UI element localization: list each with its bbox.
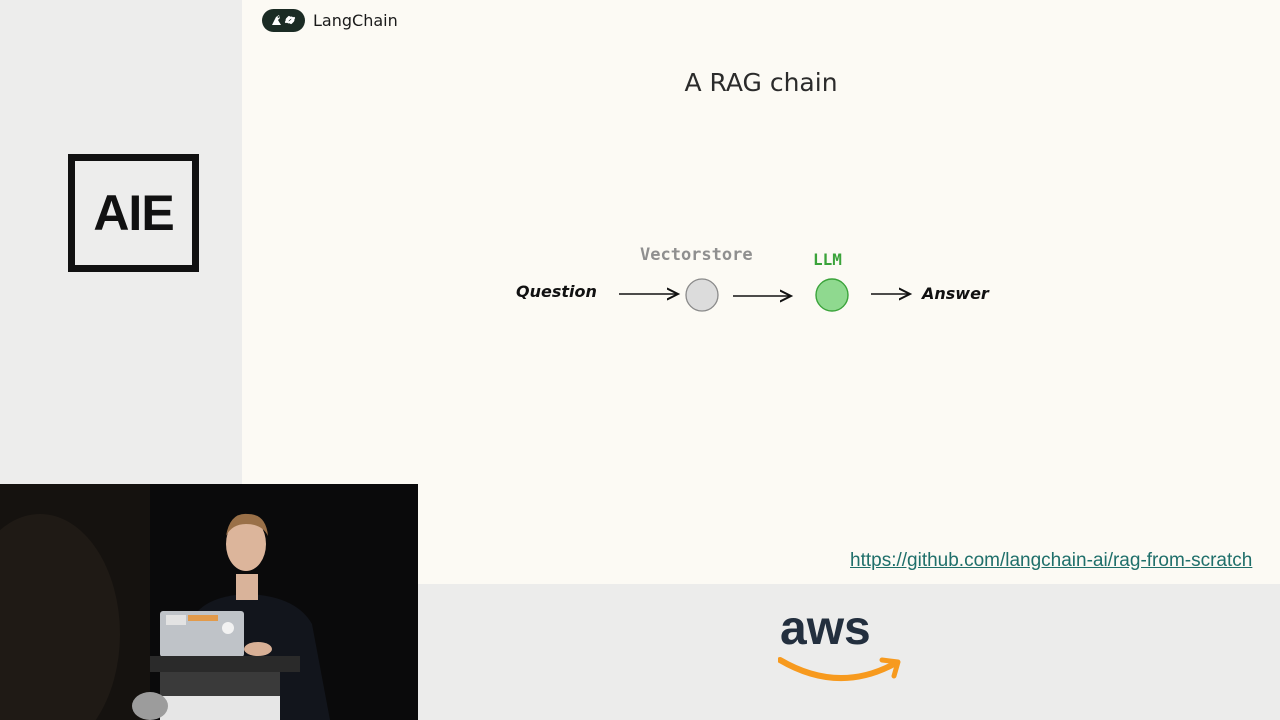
vectorstore-label: Vectorstore	[640, 245, 753, 265]
presenter-video-scene	[0, 484, 418, 720]
left-panel: AIE	[0, 0, 242, 484]
question-label: Question	[516, 282, 597, 301]
aws-smile-icon	[778, 657, 897, 681]
llm-node	[815, 278, 849, 312]
llm-label: LLM	[813, 250, 842, 269]
diagram-canvas	[619, 278, 1280, 312]
sponsor-bar: aws	[418, 584, 1280, 720]
rag-chain-diagram: Question Vectorstore LLM Answer	[242, 0, 1280, 584]
presenter-video-feed	[0, 484, 418, 720]
slide-title: A RAG chain	[684, 68, 838, 97]
aws-logo: aws	[778, 602, 901, 681]
aie-logo: AIE	[68, 154, 199, 272]
brand-name: LangChain	[313, 10, 398, 30]
answer-label: Answer	[922, 284, 989, 303]
vectorstore-node	[685, 278, 719, 312]
aie-logo-text: AIE	[93, 185, 174, 241]
langchain-brand: LangChain	[262, 8, 398, 32]
repo-link[interactable]: https://github.com/langchain-ai/rag-from…	[850, 550, 1253, 571]
langchain-parrot-link-icon	[262, 8, 305, 32]
aws-logo-text: aws	[780, 602, 871, 655]
